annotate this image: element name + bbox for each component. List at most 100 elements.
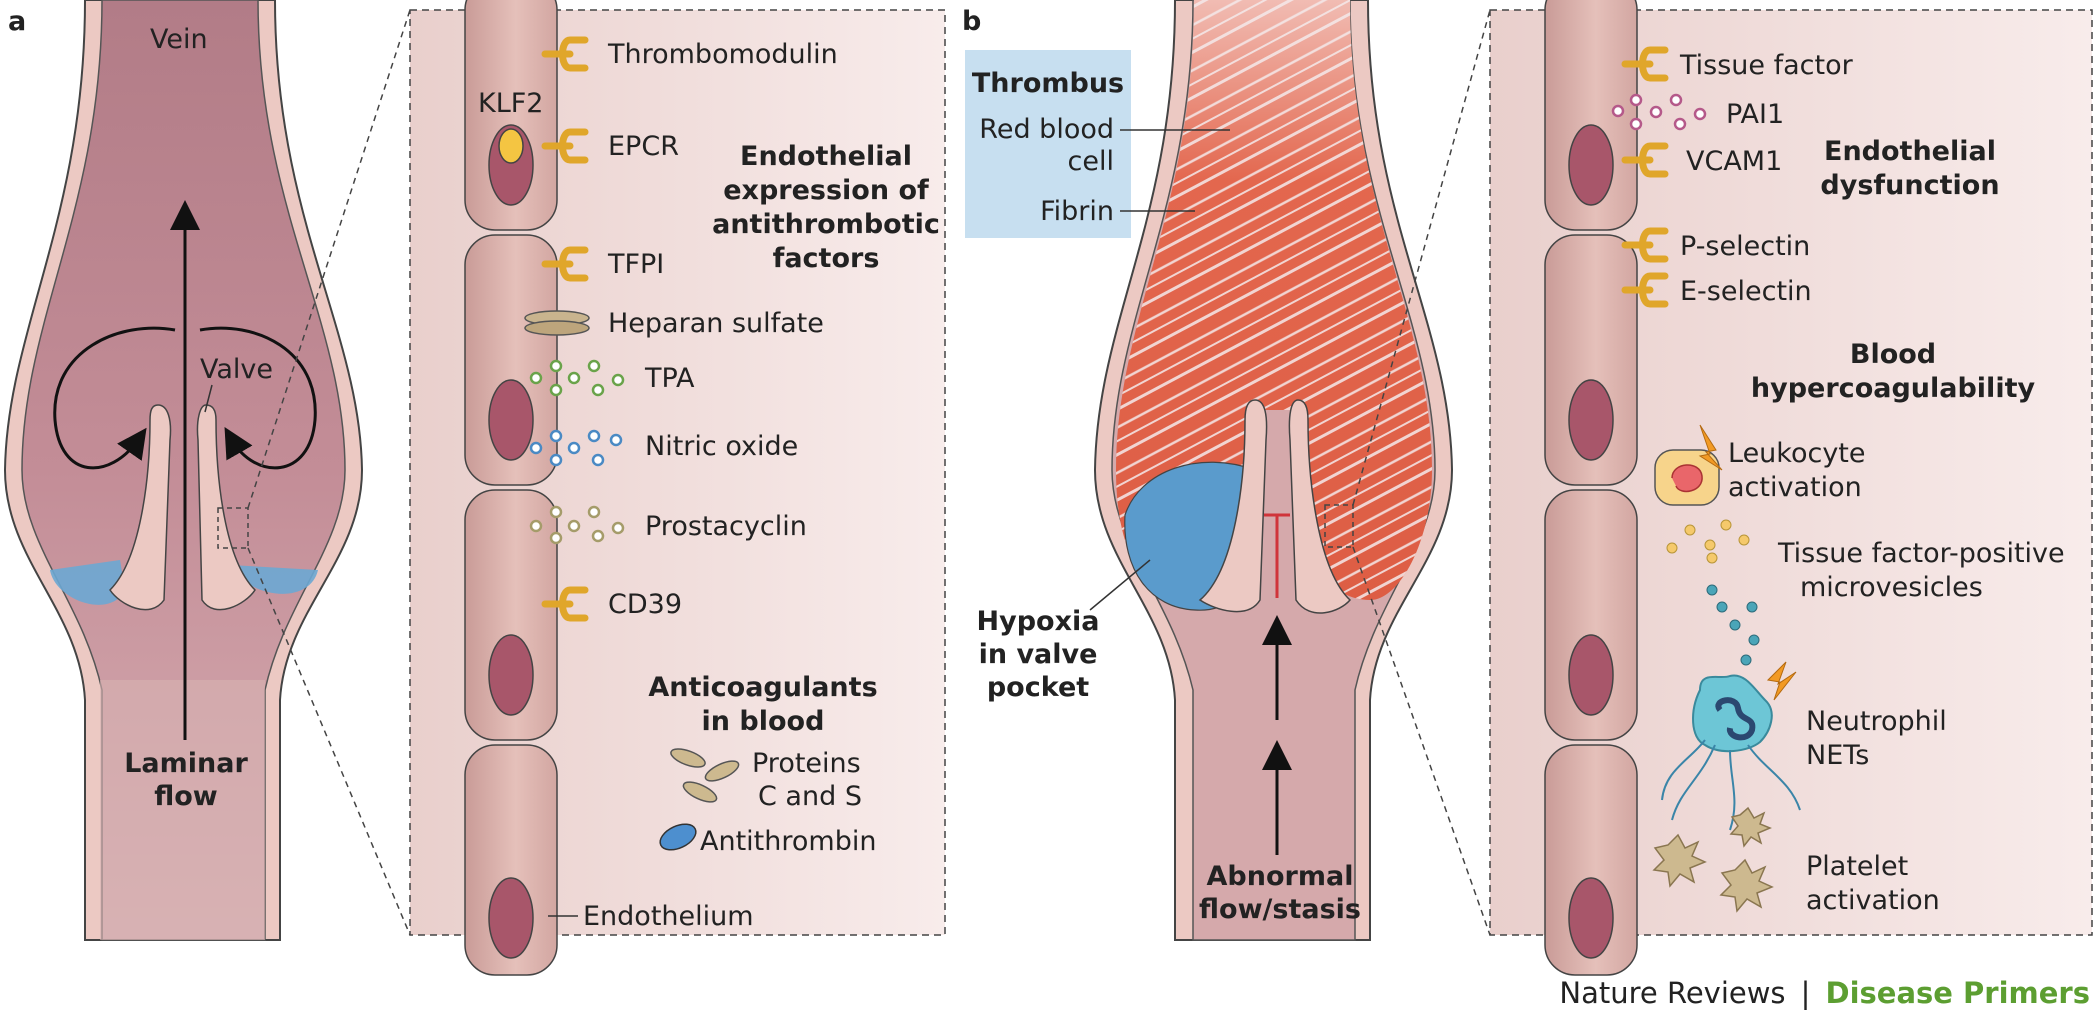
vortex-arrow-left [53,326,176,470]
hypoxia-label-1: Hypoxia [977,606,1100,637]
label-p-selectin: P-selectin [1680,231,1810,262]
label-vcam1: VCAM1 [1686,146,1782,177]
zoom-box-b [1324,504,1354,548]
label-platelet-1: Platelet [1806,851,1908,882]
label-neutrophil-2: NETs [1806,740,1869,771]
nucleus-b4 [1568,877,1614,959]
valve-leaflet-right [196,404,256,611]
endothelial-cell-1 [464,0,558,231]
thrombus-legend-box [965,50,1131,238]
zoom-box-a [217,507,249,549]
heading-dysfunction-1: Endothelial [1824,136,1996,167]
neutrophil-icon [1661,661,1801,831]
label-endothelium: Endothelium [583,901,754,932]
label-neutrophil-1: Neutrophil [1806,706,1947,737]
label-leukocyte-2: activation [1728,472,1862,503]
pai1-dots [1611,93,1707,131]
abnormal-flow-label-2: flow/stasis [1199,894,1361,925]
endothelial-cell-b4 [1544,744,1638,976]
label-platelet-2: activation [1806,885,1940,916]
valve-leaflet-left [109,404,172,611]
valve-leaflet-b-right [1288,399,1352,614]
nucleus-3 [488,634,534,716]
nucleus-4 [488,877,534,959]
panel-a-vein: Vein Valve Laminar flow [3,0,411,941]
red-blood-cell-label-2: cell [1068,146,1114,177]
microvesicle-dots [1666,519,1750,564]
heparan-sulfate-icon [524,310,590,336]
valve-pocket-blue-left [50,560,125,605]
heading-dysfunction-2: dysfunction [1820,170,1999,201]
label-tpa: TPA [644,363,695,394]
endothelial-cell-3 [464,489,558,741]
label-pai1: PAI1 [1726,99,1784,130]
klf2-label: KLF2 [478,88,543,119]
endothelial-cell-b2 [1544,234,1638,486]
label-proteins-2: C and S [758,781,862,812]
nucleus-b1 [1568,124,1614,206]
label-epcr: EPCR [608,131,679,162]
laminar-flow-label-1: Laminar [124,748,248,779]
nucleus-b2 [1568,379,1614,461]
panel-b-detail: Tissue factor VCAM1 P-selectin E-selecti… [1489,0,2093,976]
panel-b-vein: Abnormal flow/stasis Hypoxia in valve po… [965,0,1491,941]
receptor-thrombomodulin [541,36,589,72]
nucleus-b3 [1568,634,1614,716]
nitric-oxide-dots [529,429,623,467]
leukocyte-icon [1654,424,1723,506]
label-microvesicles-1: Tissue factor-positive [1777,538,2065,569]
receptor-tfpi [541,246,589,282]
heading-anticoagulants-1: Anticoagulants [648,672,877,703]
thrombus-title: Thrombus [972,68,1124,99]
vein-label: Vein [150,24,208,55]
credit-series: Disease Primers [1826,976,2090,1010]
label-microvesicles-2: microvesicles [1800,572,1983,603]
tpa-dots [529,359,625,397]
fibrin-label: Fibrin [1040,196,1114,227]
red-blood-cell-label-1: Red blood [979,114,1114,145]
label-tissue-factor: Tissue factor [1679,50,1854,81]
heading-endothelial-2: expression of [723,175,929,206]
endothelial-cell-4 [464,744,558,976]
heading-endothelial-4: factors [773,243,880,274]
proteins-c-s-icon [670,748,740,803]
valve-pocket-blue-right [230,565,318,594]
label-tfpi: TFPI [607,249,664,280]
label-leukocyte-1: Leukocyte [1728,438,1866,469]
receptor-p-selectin [1621,227,1669,263]
laminar-flow-label-2: flow [154,781,218,812]
receptor-cd39 [541,586,589,622]
label-heparan: Heparan sulfate [608,308,824,339]
credit-journal: Nature Reviews [1559,976,1785,1010]
receptor-epcr [541,128,589,164]
platelet-icon [1652,806,1774,913]
label-antithrombin: Antithrombin [700,826,876,857]
receptor-e-selectin [1621,272,1669,308]
credit-separator: | [1801,976,1811,1010]
prostacyclin-dots [529,505,625,545]
heading-hypercoag-2: hypercoagulability [1751,373,2036,404]
heading-endothelial-3: antithrombotic [712,209,940,240]
label-proteins-1: Proteins [752,748,861,779]
label-thrombomodulin: Thrombomodulin [607,39,838,70]
valve-label: Valve [200,354,273,385]
heading-endothelial-1: Endothelial [740,141,912,172]
receptor-tissue-factor [1621,46,1669,82]
endothelial-cell-b3 [1544,489,1638,741]
klf2-marker [498,128,524,164]
heading-anticoagulants-2: in blood [702,706,825,737]
heading-hypercoag-1: Blood [1850,339,1936,370]
panel-label-b: b [962,6,981,37]
receptor-vcam1 [1621,142,1669,178]
label-cd39: CD39 [608,589,682,620]
vortex-arrow-right [199,326,317,470]
antithrombin-icon [659,823,697,851]
credit-line: Nature Reviews | Disease Primers [1559,976,2090,1010]
hypoxia-label-2: in valve [979,639,1098,670]
abnormal-flow-label-1: Abnormal [1207,861,1354,892]
label-prostacyclin: Prostacyclin [645,511,807,542]
valve-leaflet-b-left [1198,399,1268,613]
panel-a-detail: KLF2 Thrombomodulin EPCR TFPI CD39 Hepar… [409,0,946,976]
label-e-selectin: E-selectin [1680,276,1812,307]
